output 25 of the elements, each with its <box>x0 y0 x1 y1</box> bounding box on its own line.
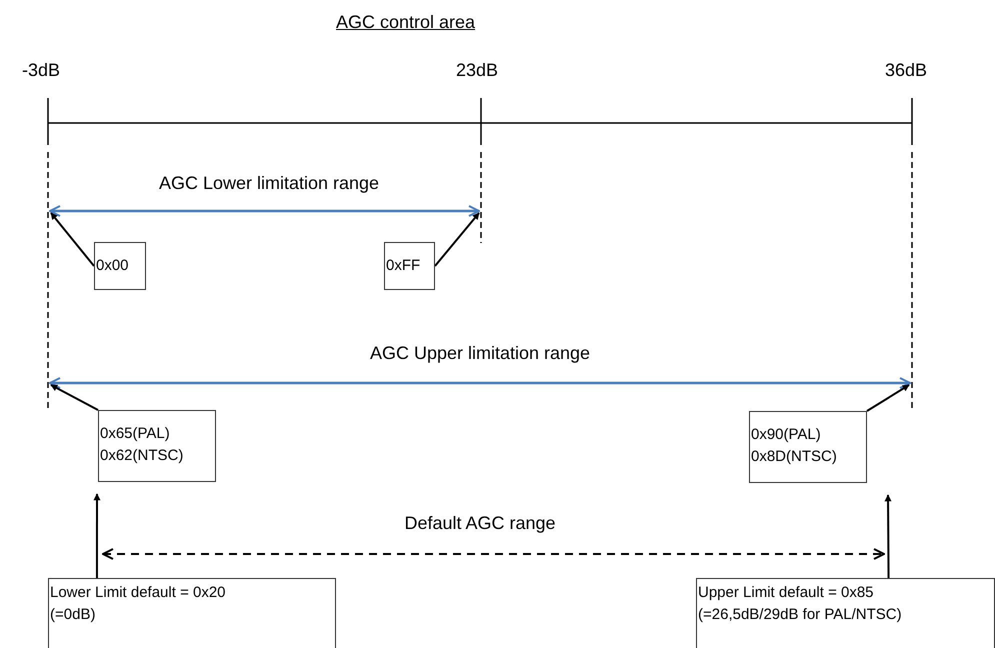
box-text: 0x90(PAL) 0x8D(NTSC) <box>751 425 838 467</box>
range-label: AGC Lower limitation range <box>158 172 380 195</box>
scale-label: 23dB <box>456 59 498 82</box>
diagram-title: AGC control area <box>336 11 476 34</box>
value-box <box>48 578 336 648</box>
range-label: Default AGC range <box>403 512 557 535</box>
range-label: AGC Upper limitation range <box>368 342 592 365</box>
value-box <box>98 410 216 482</box>
scale-label: 36dB <box>885 59 928 82</box>
leader-arrow <box>884 494 892 578</box>
value-box <box>94 242 146 290</box>
leader-arrow <box>94 493 100 578</box>
box-text: 0x00 <box>96 256 130 276</box>
leader-arrow <box>866 384 910 412</box>
value-box <box>696 578 995 648</box>
leader-arrow <box>50 212 95 267</box>
value-box <box>749 411 867 483</box>
leader-arrow <box>434 212 480 267</box>
box-text: Lower Limit default = 0x20 (=0dB) <box>50 583 227 625</box>
scale-label: -3dB <box>22 59 60 82</box>
box-text: Upper Limit default = 0x85 (=26,5dB/29dB for PAL/NTSC) <box>698 583 903 625</box>
leader-arrow <box>50 384 98 411</box>
box-text: 0x65(PAL) 0x62(NTSC) <box>100 424 184 466</box>
box-text: 0xFF <box>386 256 422 276</box>
value-box <box>384 242 435 290</box>
